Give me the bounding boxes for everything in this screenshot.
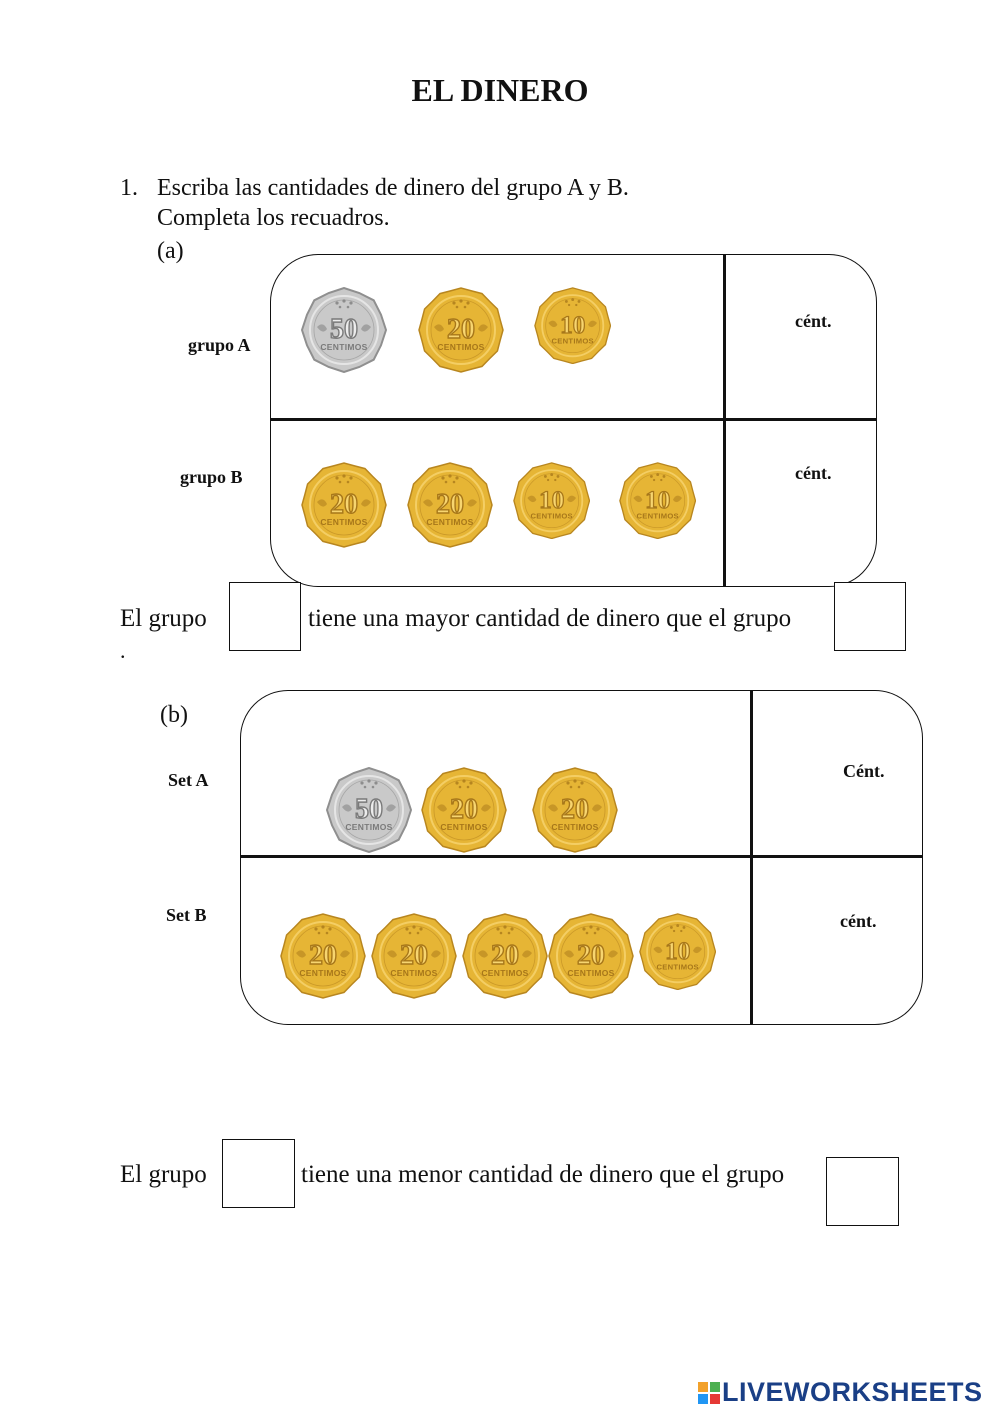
svg-text:10: 10 <box>645 487 670 514</box>
part-b-column-divider <box>750 690 753 1025</box>
svg-text:CENTIMOS: CENTIMOS <box>551 337 593 346</box>
part-b-amount-b-field[interactable] <box>765 885 905 925</box>
part-b-answer-box-2[interactable] <box>826 1157 899 1226</box>
part-a-unit-a: cént. <box>795 311 832 331</box>
svg-text:CENTIMOS: CENTIMOS <box>636 512 678 521</box>
coin-20-centimos: 20 CENTIMOS <box>407 462 493 548</box>
part-a-answer-box-1[interactable] <box>229 582 301 651</box>
part-a-row-label-b: grupo B <box>180 467 243 487</box>
instruction-line-1: Escriba las cantidades de dinero del gru… <box>157 175 629 201</box>
svg-text:20: 20 <box>491 940 519 971</box>
coin-20-centimos: 20 CENTIMOS <box>371 913 457 999</box>
part-a-sentence-end: . <box>120 638 126 663</box>
coin-10-centimos: 10 CENTIMOS <box>639 913 717 991</box>
liveworksheets-logo-text: LIVEWORKSHEETS <box>722 1377 983 1407</box>
part-a-amount-a-field[interactable] <box>735 290 865 330</box>
part-a-row-divider <box>271 418 876 421</box>
coin-10-centimos: 10 CENTIMOS <box>513 462 591 540</box>
coin-20-centimos: 20 CENTIMOS <box>280 913 366 999</box>
svg-text:CENTIMOS: CENTIMOS <box>345 822 392 832</box>
part-a-row-label-a: grupo A <box>188 335 251 355</box>
svg-text:CENTIMOS: CENTIMOS <box>656 963 698 972</box>
svg-text:CENTIMOS: CENTIMOS <box>390 968 437 978</box>
part-a-label: (a) <box>157 238 184 264</box>
coin-20-centimos: 20 CENTIMOS <box>301 462 387 548</box>
part-b-sentence-start: El grupo <box>120 1161 207 1188</box>
question-number: 1. <box>120 175 138 201</box>
coin-10-centimos: 10 CENTIMOS <box>619 462 697 540</box>
svg-text:10: 10 <box>665 938 690 965</box>
part-b-amount-a-field[interactable] <box>765 735 905 775</box>
svg-text:10: 10 <box>560 312 585 339</box>
part-a-sentence-middle: tiene una mayor cantidad de dinero que e… <box>308 605 792 632</box>
coin-50-centimos: 50 CENTIMOS <box>325 766 413 854</box>
svg-text:CENTIMOS: CENTIMOS <box>299 968 346 978</box>
part-a-sentence-start: El grupo <box>120 605 207 632</box>
coin-50-centimos: 50 CENTIMOS <box>300 286 388 374</box>
svg-text:20: 20 <box>309 940 337 971</box>
part-a-panel <box>270 254 877 587</box>
svg-text:CENTIMOS: CENTIMOS <box>440 822 487 832</box>
part-a-amount-b-field[interactable] <box>735 440 865 480</box>
coin-20-centimos: 20 CENTIMOS <box>421 767 507 853</box>
svg-text:CENTIMOS: CENTIMOS <box>437 342 484 352</box>
part-b-panel <box>240 690 923 1025</box>
part-a-column-divider <box>723 254 726 587</box>
svg-text:20: 20 <box>447 314 475 345</box>
coin-20-centimos: 20 CENTIMOS <box>462 913 548 999</box>
coin-20-centimos: 20 CENTIMOS <box>548 913 634 999</box>
part-a-answer-box-2[interactable] <box>834 582 906 651</box>
part-b-sentence-middle: tiene una menor cantidad de dinero que e… <box>301 1161 785 1188</box>
coin-20-centimos: 20 CENTIMOS <box>418 287 504 373</box>
part-b-row-divider <box>241 855 922 858</box>
svg-text:CENTIMOS: CENTIMOS <box>551 822 598 832</box>
page-title: EL DINERO <box>411 72 589 108</box>
liveworksheets-logo: LIVEWORKSHEETS <box>698 1377 983 1408</box>
svg-text:20: 20 <box>400 940 428 971</box>
svg-text:20: 20 <box>561 794 589 825</box>
svg-text:CENTIMOS: CENTIMOS <box>530 512 572 521</box>
part-b-label: (b) <box>160 702 188 728</box>
svg-text:20: 20 <box>330 489 358 520</box>
svg-text:CENTIMOS: CENTIMOS <box>426 517 473 527</box>
coin-10-centimos: 10 CENTIMOS <box>534 287 612 365</box>
liveworksheets-logo-icon <box>698 1382 720 1404</box>
part-b-row-label-a: Set A <box>168 770 209 790</box>
coin-20-centimos: 20 CENTIMOS <box>532 767 618 853</box>
instruction-line-2: Completa los recuadros. <box>157 205 390 231</box>
part-b-answer-box-1[interactable] <box>222 1139 295 1208</box>
svg-text:20: 20 <box>436 489 464 520</box>
svg-text:CENTIMOS: CENTIMOS <box>320 517 367 527</box>
svg-text:20: 20 <box>577 940 605 971</box>
svg-text:50: 50 <box>330 314 358 345</box>
svg-text:CENTIMOS: CENTIMOS <box>567 968 614 978</box>
svg-text:CENTIMOS: CENTIMOS <box>481 968 528 978</box>
part-b-unit-a: Cént. <box>843 761 885 781</box>
part-b-row-label-b: Set B <box>166 905 207 925</box>
svg-text:CENTIMOS: CENTIMOS <box>320 342 367 352</box>
svg-text:10: 10 <box>539 487 564 514</box>
svg-text:20: 20 <box>450 794 478 825</box>
svg-text:50: 50 <box>355 794 383 825</box>
part-a-unit-b: cént. <box>795 463 832 483</box>
part-b-unit-b: cént. <box>840 911 877 931</box>
